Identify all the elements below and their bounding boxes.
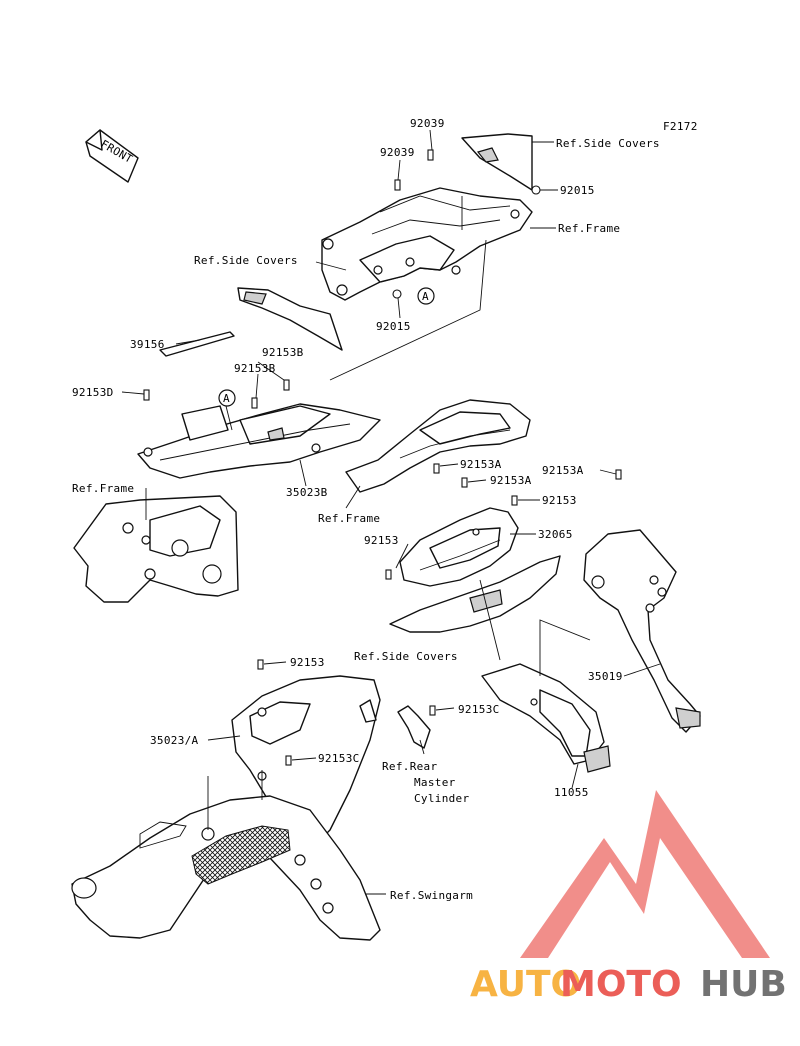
side-cover-top: [461, 133, 533, 191]
callout-32065: 32065: [538, 528, 573, 541]
box-32065: [399, 507, 519, 587]
side-cover-left: [237, 287, 343, 351]
pad-39156: [159, 331, 235, 357]
nut-92015-bottom-icon: [392, 289, 402, 299]
bolt-92153A-b-icon: [461, 477, 468, 488]
callout-ref-side-covers-left: Ref.Side Covers: [194, 254, 298, 267]
callout-92153-b: 92153: [364, 534, 399, 547]
callout-ref-frame-mid: Ref.Frame: [318, 512, 380, 525]
callout-92015-right: 92015: [560, 184, 595, 197]
callout-39156: 39156: [130, 338, 165, 351]
callout-92153-c: 92153: [290, 656, 325, 669]
callout-ref-side-covers-top: Ref.Side Covers: [556, 137, 660, 150]
callout-92015-bottom: 92015: [376, 320, 411, 333]
callout-92153-a: 92153: [542, 494, 577, 507]
bracket-11055: [481, 663, 611, 773]
figure-code: F2172: [663, 120, 698, 133]
callout-92153C-b: 92153C: [318, 752, 360, 765]
callout-92153D: 92153D: [72, 386, 114, 399]
callout-ref-rear-line1: Ref.Rear: [382, 760, 437, 773]
svg-text:A: A: [422, 290, 429, 303]
bolt-92153A-c-icon: [615, 469, 622, 480]
callout-92153A-b: 92153A: [490, 474, 532, 487]
front-arrow-icon: FRONT: [85, 129, 139, 183]
callout-92039-top: 92039: [410, 117, 445, 130]
bolt-92153-c-icon: [257, 659, 264, 670]
marker-a-top: A: [417, 287, 435, 305]
side-cover-center: [389, 555, 561, 633]
callout-92153A-c: 92153A: [542, 464, 584, 477]
callout-35023B: 35023B: [286, 486, 328, 499]
nut-92015-right-icon: [531, 185, 541, 195]
bolt-92153B-b-icon: [283, 379, 290, 391]
bolt-92153D-icon: [143, 389, 150, 401]
frame-left: [73, 495, 239, 603]
watermark-auto: AUTO: [470, 964, 581, 1005]
watermark-hub: HUB: [700, 964, 787, 1005]
callout-92153B-b: 92153B: [234, 362, 276, 375]
callout-92153C-a: 92153C: [458, 703, 500, 716]
callout-ref-rear-line2: Master: [414, 776, 456, 789]
callout-35019: 35019: [588, 670, 623, 683]
callout-11055: 11055: [554, 786, 589, 799]
watermark-text: AUTO MOTO HUB: [470, 964, 787, 1005]
callout-92039-mid: 92039: [380, 146, 415, 159]
bolt-92153-b-icon: [385, 569, 392, 580]
center-tray-ref-frame: [345, 399, 531, 493]
callout-ref-frame-top: Ref.Frame: [558, 222, 620, 235]
callout-ref-rear-line3: Cylinder: [414, 792, 469, 805]
bolt-92153A-a-icon: [433, 463, 440, 474]
callout-92153B-a: 92153B: [262, 346, 304, 359]
bolt-92153B-a-icon: [251, 397, 258, 409]
license-bracket-35019: [583, 529, 701, 733]
marker-a-mid: A: [218, 389, 236, 407]
bolt-92153C-b-icon: [285, 755, 292, 766]
callout-ref-swingarm: Ref.Swingarm: [390, 889, 473, 902]
watermark-moto: MOTO: [560, 964, 682, 1005]
callout-ref-side-covers-mid: Ref.Side Covers: [354, 650, 458, 663]
callout-ref-frame-left: Ref.Frame: [72, 482, 134, 495]
bolt-92153C-a-icon: [429, 705, 436, 716]
swingarm: [71, 795, 381, 941]
callout-92153A-a: 92153A: [460, 458, 502, 471]
callout-35023A: 35023/A: [150, 734, 199, 747]
bolt-92039-top-icon: [427, 149, 434, 161]
rear-frame-bracket: [321, 187, 533, 301]
bolt-92039-mid-icon: [394, 179, 401, 191]
svg-text:A: A: [223, 392, 230, 405]
bolt-92153-a-icon: [511, 495, 518, 506]
watermark-logo: [520, 790, 770, 958]
rear-master-cylinder-bracket: [359, 699, 431, 749]
leader-lines: [121, 129, 661, 895]
undertray-35023B: [137, 403, 381, 479]
